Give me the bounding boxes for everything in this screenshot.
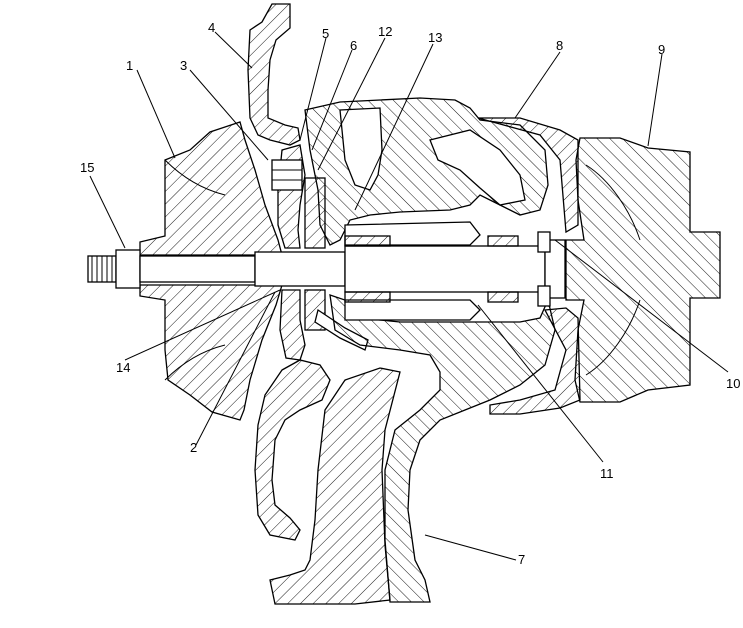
- shaft-assembly: [87, 239, 566, 299]
- leader-1: [136, 69, 176, 159]
- callout-12: 12: [378, 24, 392, 39]
- callout-2: 2: [190, 440, 197, 455]
- callout-8: 8: [556, 38, 563, 53]
- callout-7: 7: [518, 552, 525, 567]
- compressor-wheel: [139, 121, 283, 421]
- leader-lines: [89, 31, 729, 561]
- callout-15: 15: [80, 160, 94, 175]
- leader-9: [647, 53, 663, 147]
- leader-2: [195, 291, 276, 446]
- leader-5: [299, 37, 327, 141]
- callout-10: 10: [726, 376, 740, 391]
- leader-14: [124, 289, 281, 361]
- leader-6: [311, 49, 353, 151]
- oil-drain-outlet: [269, 367, 401, 605]
- callout-9: 9: [658, 42, 665, 57]
- heat-shield: [477, 117, 581, 415]
- leader-10: [554, 239, 729, 373]
- seal-plate: [271, 144, 369, 361]
- callout-11: 11: [600, 466, 614, 481]
- leader-12: [317, 37, 386, 171]
- turbine-seal: [344, 231, 551, 307]
- turbine-wheel: [565, 137, 721, 403]
- callout-labels: 1 2 3 4 5 6 7 8 9 10 11 12 13 14 15: [80, 20, 740, 567]
- callout-1: 1: [126, 58, 133, 73]
- leader-8: [514, 51, 561, 119]
- compressor-housing-lower: [254, 359, 331, 541]
- callout-5: 5: [322, 26, 329, 41]
- leader-15: [89, 175, 126, 249]
- compressor-housing-upper: [247, 3, 301, 146]
- callout-6: 6: [350, 38, 357, 53]
- leader-4: [214, 31, 253, 69]
- leader-13: [354, 43, 434, 211]
- leader-3: [189, 69, 269, 161]
- leader-7: [424, 534, 517, 561]
- callout-3: 3: [180, 58, 187, 73]
- leader-11: [477, 304, 604, 463]
- callout-4: 4: [208, 20, 215, 35]
- callout-14: 14: [116, 360, 130, 375]
- callout-13: 13: [428, 30, 442, 45]
